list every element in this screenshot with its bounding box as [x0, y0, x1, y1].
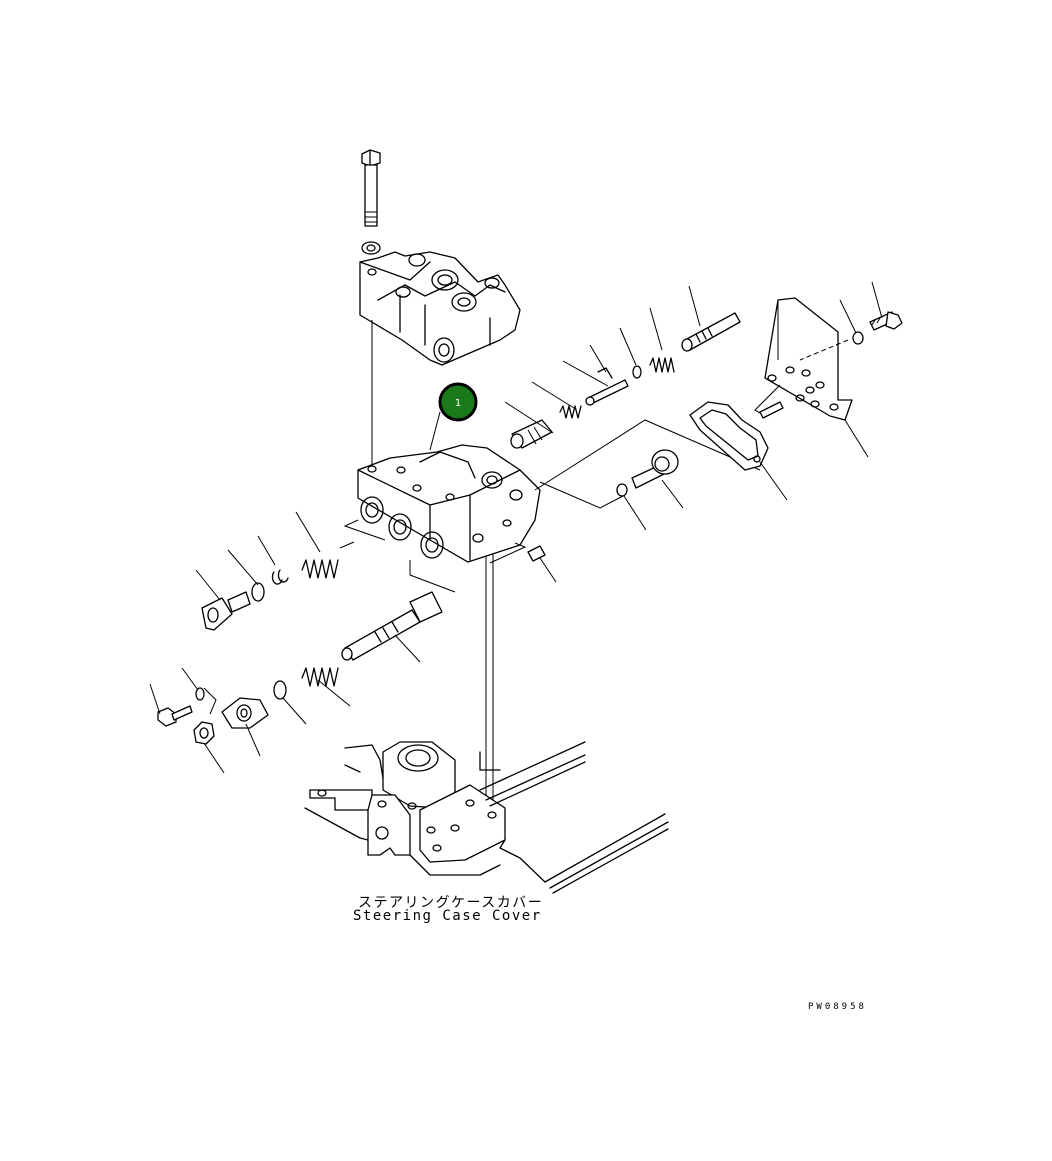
washer-small-a	[632, 365, 642, 379]
plug-right	[510, 419, 553, 449]
spring-small-b	[649, 357, 675, 373]
plug-left	[201, 591, 251, 631]
nut-left	[193, 721, 215, 745]
small-plug	[527, 545, 546, 562]
bolt-left	[157, 705, 193, 727]
callout-1-marker[interactable]	[438, 382, 478, 422]
o-ring-right	[616, 483, 628, 497]
caption-english: Steering Case Cover	[353, 908, 542, 924]
cotter-pin	[597, 367, 613, 379]
upper-valve-cover	[359, 251, 521, 366]
caption-japanese: ステアリングケースカバー	[358, 895, 544, 911]
plug-right-lower	[631, 449, 679, 489]
spring-left-lower	[301, 667, 339, 687]
end-plate-right	[754, 297, 853, 421]
spool-upper	[681, 312, 741, 352]
washer-right	[852, 331, 864, 345]
spring-left-upper	[301, 541, 355, 579]
flange-left	[221, 697, 269, 729]
steering-case-cover	[304, 741, 669, 894]
o-ring-left	[251, 582, 265, 602]
drawing-code: PW08958	[808, 1002, 867, 1012]
dowel-pin	[759, 401, 784, 419]
o-ring-left-lower	[273, 680, 287, 700]
callout-1-number: 1	[455, 398, 461, 409]
bolt-right	[869, 311, 903, 331]
retainer-pin	[585, 379, 629, 406]
spring-small-a	[559, 405, 582, 419]
washer-left	[195, 687, 205, 701]
spool-main	[341, 591, 443, 661]
top-bolt	[361, 149, 381, 227]
gasket-right	[689, 401, 769, 471]
top-washer	[361, 241, 381, 255]
main-valve-body	[357, 444, 541, 563]
leader-lines	[149, 281, 883, 774]
clip-left	[271, 569, 289, 585]
